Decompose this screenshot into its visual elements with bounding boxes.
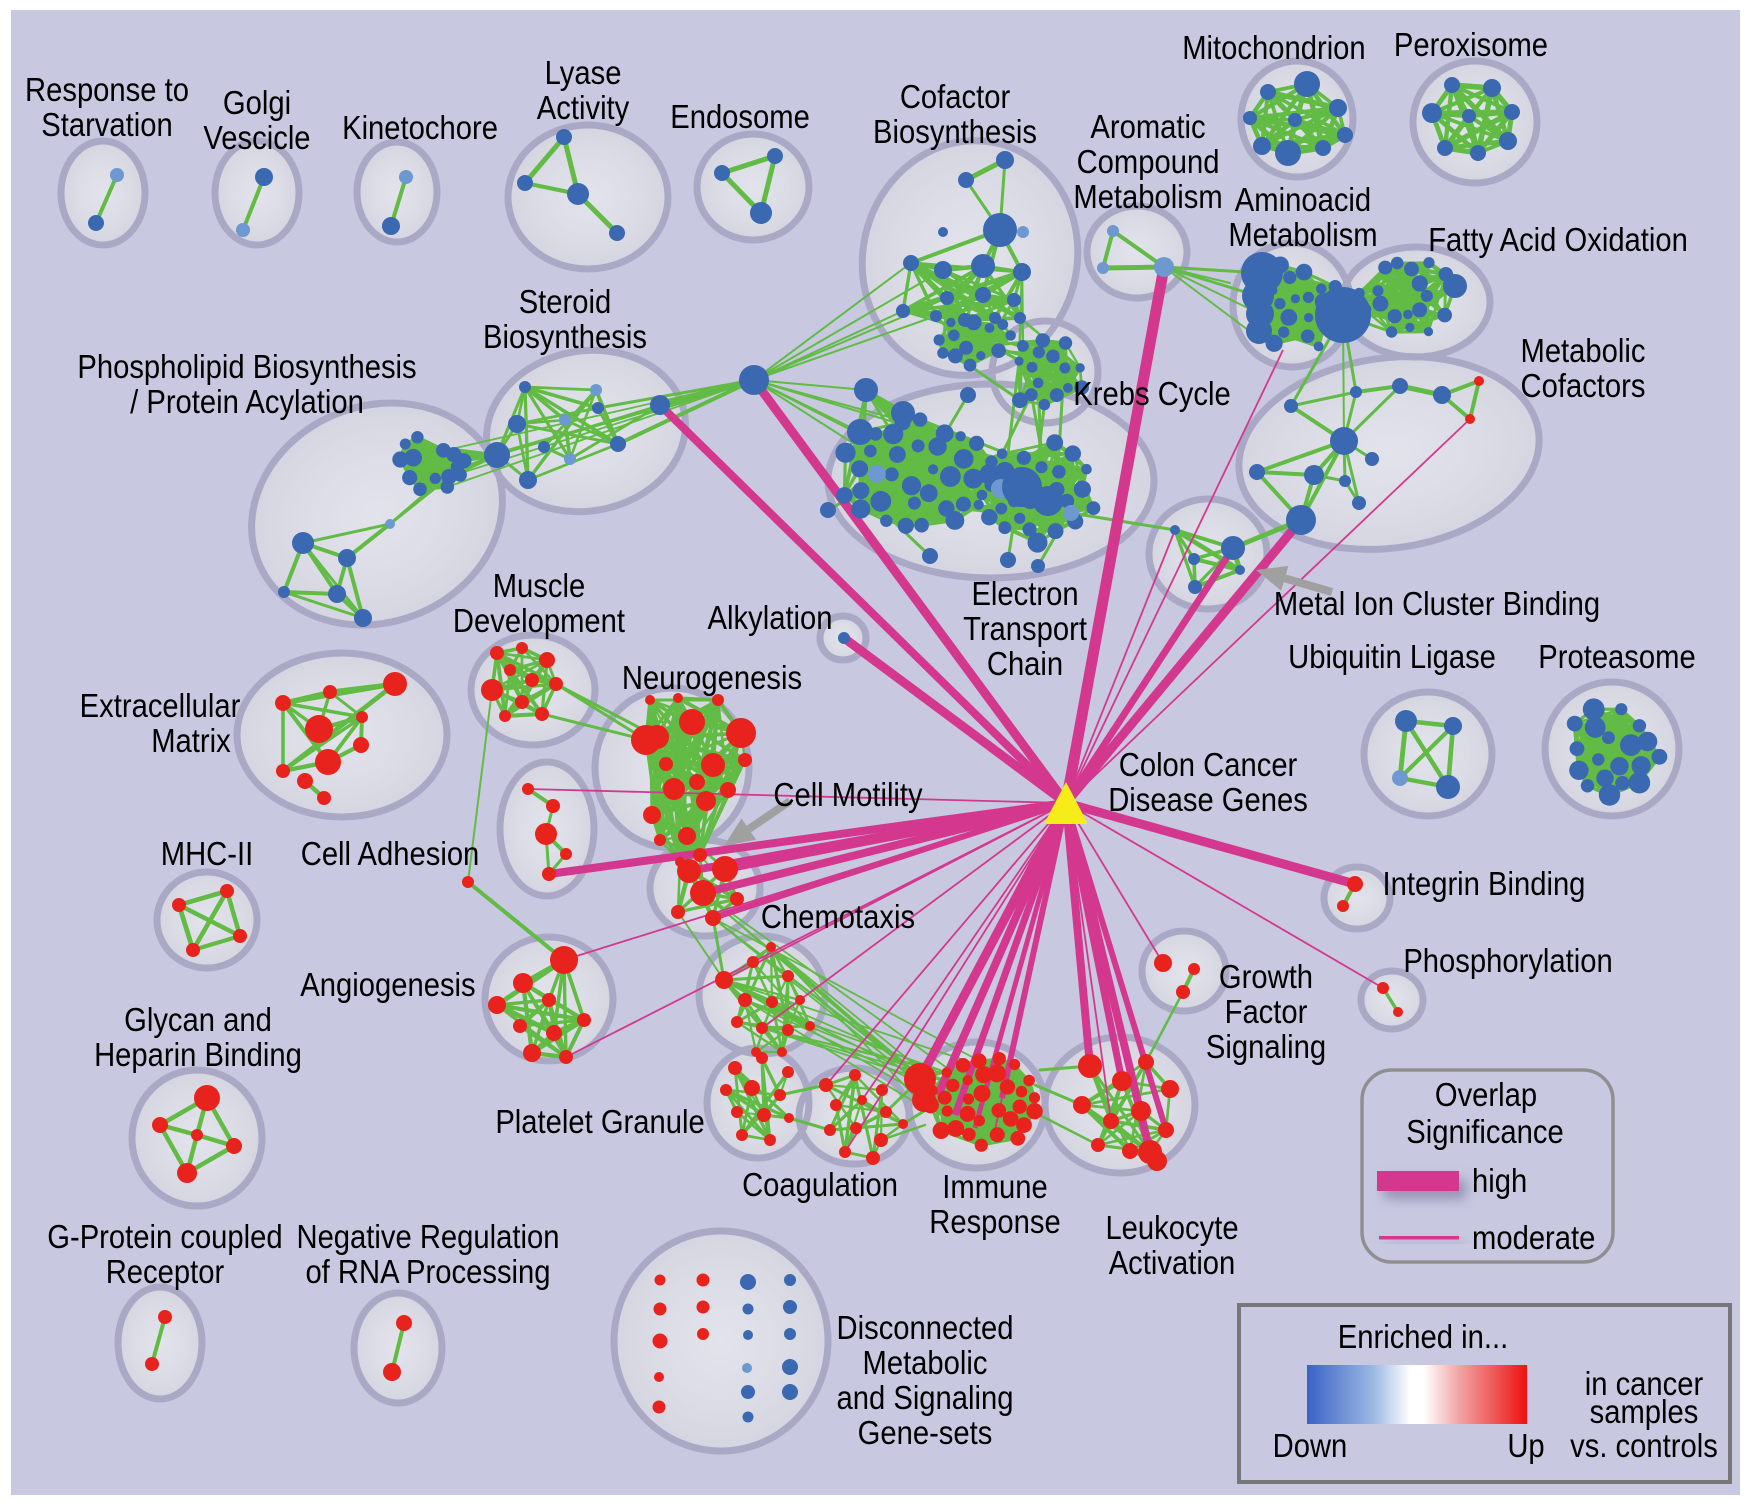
svg-text:samples: samples (1590, 1393, 1699, 1430)
svg-text:Coagulation: Coagulation (742, 1166, 898, 1203)
svg-text:Chain: Chain (987, 645, 1063, 682)
svg-text:Integrin Binding: Integrin Binding (1383, 865, 1586, 902)
svg-text:Enriched in...: Enriched in... (1338, 1318, 1508, 1355)
svg-text:Krebs Cycle: Krebs Cycle (1073, 375, 1230, 412)
svg-text:Heparin Binding: Heparin Binding (94, 1036, 302, 1073)
svg-text:Fatty Acid Oxidation: Fatty Acid Oxidation (1428, 221, 1688, 258)
svg-text:Signaling: Signaling (1206, 1028, 1326, 1065)
svg-text:Electron: Electron (971, 575, 1078, 612)
svg-text:Phosphorylation: Phosphorylation (1403, 942, 1612, 979)
svg-text:Aminoacid: Aminoacid (1235, 181, 1371, 218)
svg-text:Starvation: Starvation (41, 106, 172, 143)
svg-text:high: high (1472, 1162, 1527, 1199)
svg-text:Metabolism: Metabolism (1073, 178, 1222, 215)
svg-text:Metal Ion Cluster Binding: Metal Ion Cluster Binding (1274, 585, 1600, 622)
svg-text:in cancer: in cancer (1585, 1365, 1703, 1402)
svg-text:Gene-sets: Gene-sets (858, 1414, 993, 1451)
svg-text:/ Protein Acylation: / Protein Acylation (130, 383, 364, 420)
svg-text:Response to: Response to (25, 71, 189, 108)
svg-text:Glycan and: Glycan and (124, 1001, 272, 1038)
svg-text:Overlap: Overlap (1435, 1076, 1537, 1113)
svg-text:Ubiquitin Ligase: Ubiquitin Ligase (1288, 638, 1496, 675)
svg-text:Metabolic: Metabolic (863, 1344, 988, 1381)
svg-text:of RNA Processing: of RNA Processing (305, 1253, 550, 1290)
svg-text:Mitochondrion: Mitochondrion (1182, 29, 1365, 66)
svg-text:Cell Adhesion: Cell Adhesion (301, 835, 480, 872)
svg-text:Chemotaxis: Chemotaxis (761, 898, 915, 935)
svg-text:Cell Motility: Cell Motility (773, 776, 923, 813)
svg-text:Extracellular: Extracellular (80, 687, 241, 724)
svg-text:Activation: Activation (1109, 1244, 1236, 1281)
svg-text:Biosynthesis: Biosynthesis (483, 318, 647, 355)
svg-text:Receptor: Receptor (106, 1253, 224, 1290)
svg-text:Metabolic: Metabolic (1521, 332, 1646, 369)
svg-text:Neurogenesis: Neurogenesis (622, 659, 802, 696)
svg-text:Steroid: Steroid (519, 283, 612, 320)
svg-text:vs. controls: vs. controls (1570, 1427, 1718, 1464)
svg-text:Response: Response (929, 1203, 1060, 1240)
svg-text:Matrix: Matrix (151, 722, 231, 759)
svg-text:Metabolism: Metabolism (1228, 216, 1377, 253)
svg-text:Activity: Activity (537, 89, 630, 126)
svg-text:Compound: Compound (1077, 143, 1220, 180)
svg-text:Negative Regulation: Negative Regulation (296, 1218, 559, 1255)
svg-text:Up: Up (1507, 1427, 1544, 1464)
svg-text:Proteasome: Proteasome (1538, 638, 1695, 675)
svg-text:Aromatic: Aromatic (1090, 108, 1205, 145)
svg-text:Lyase: Lyase (545, 54, 622, 91)
svg-text:Vescicle: Vescicle (203, 119, 310, 156)
svg-text:Transport: Transport (963, 610, 1087, 647)
svg-text:Muscle: Muscle (493, 567, 585, 604)
svg-text:Angiogenesis: Angiogenesis (300, 966, 475, 1003)
svg-text:Significance: Significance (1406, 1113, 1563, 1150)
svg-text:Peroxisome: Peroxisome (1394, 26, 1548, 63)
svg-text:Golgi: Golgi (223, 84, 291, 121)
svg-text:Factor: Factor (1225, 993, 1308, 1030)
svg-text:Growth: Growth (1219, 958, 1313, 995)
svg-text:Down: Down (1273, 1427, 1348, 1464)
svg-text:Immune: Immune (942, 1168, 1047, 1205)
svg-text:Biosynthesis: Biosynthesis (873, 113, 1037, 150)
svg-text:Cofactors: Cofactors (1521, 367, 1646, 404)
svg-text:Colon Cancer: Colon Cancer (1119, 746, 1298, 783)
svg-text:MHC-II: MHC-II (161, 835, 253, 872)
svg-text:and Signaling: and Signaling (837, 1379, 1014, 1416)
svg-text:Cofactor: Cofactor (900, 78, 1010, 115)
svg-text:Kinetochore: Kinetochore (342, 109, 498, 146)
svg-text:Disconnected: Disconnected (837, 1309, 1014, 1346)
svg-text:Development: Development (453, 602, 625, 639)
svg-text:Platelet Granule: Platelet Granule (495, 1103, 704, 1140)
svg-text:Alkylation: Alkylation (708, 599, 833, 636)
svg-text:Phospholipid Biosynthesis: Phospholipid Biosynthesis (77, 348, 416, 385)
svg-text:moderate: moderate (1472, 1219, 1595, 1256)
svg-text:Endosome: Endosome (670, 98, 810, 135)
svg-text:G-Protein coupled: G-Protein coupled (47, 1218, 282, 1255)
svg-text:Disease Genes: Disease Genes (1108, 781, 1308, 818)
svg-text:Leukocyte: Leukocyte (1105, 1209, 1238, 1246)
